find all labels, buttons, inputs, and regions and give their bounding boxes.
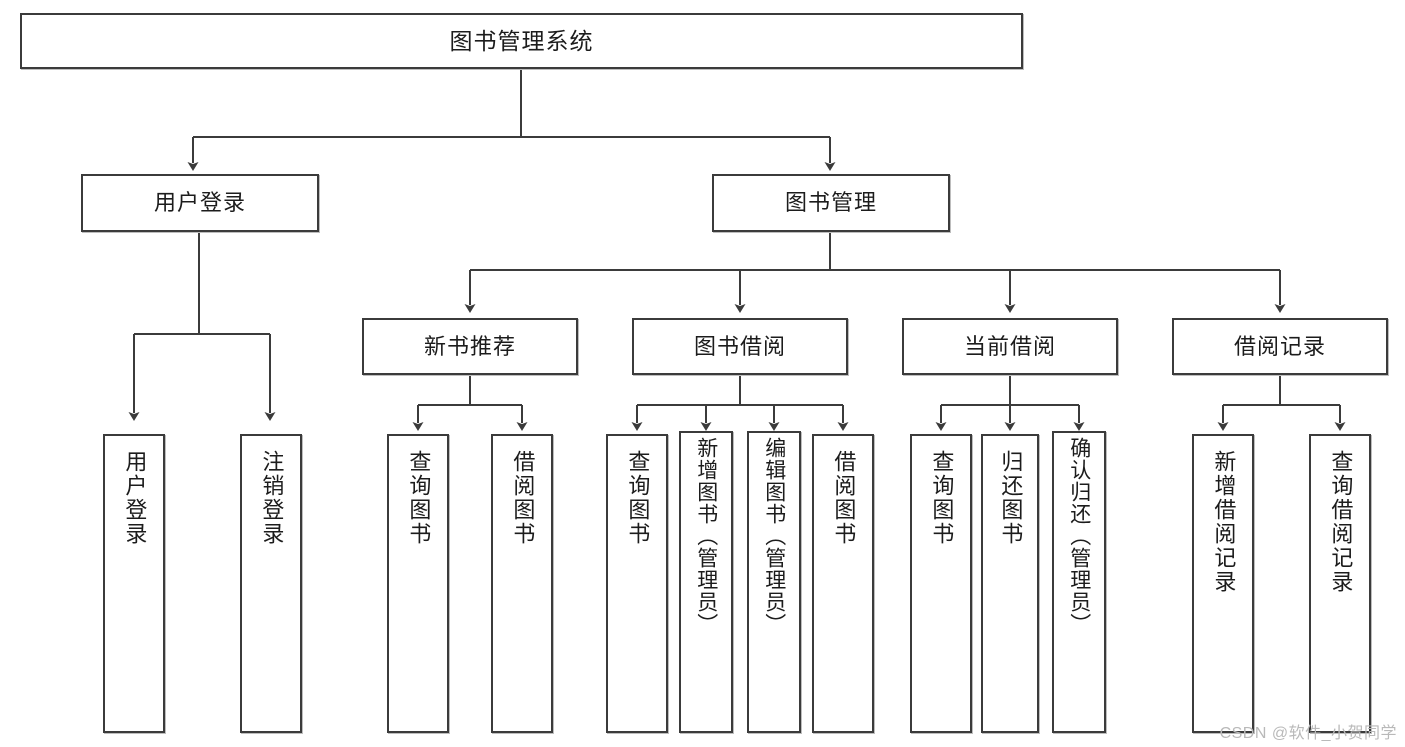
node-leaf-add-book-admin[interactable]: 新增图书（管理员） — [679, 431, 733, 733]
node-label: 编辑图书（管理员） — [762, 437, 786, 635]
node-label: 用户登录 — [153, 190, 246, 215]
node-label: 查询图书 — [406, 450, 432, 546]
node-label: 用户登录 — [122, 450, 148, 546]
node-leaf-query-borrow-record[interactable]: 查询借阅记录 — [1309, 434, 1371, 733]
node-label: 当前借阅 — [963, 333, 1056, 359]
node-label: 借阅图书 — [831, 450, 857, 546]
node-leaf-return-book[interactable]: 归还图书 — [981, 434, 1039, 733]
node-label: 借阅记录 — [1233, 333, 1326, 359]
node-label: 新增图书（管理员） — [694, 437, 718, 635]
node-leaf-add-borrow-record[interactable]: 新增借阅记录 — [1192, 434, 1254, 733]
node-book-borrow[interactable]: 图书借阅 — [632, 318, 848, 375]
node-leaf-borrow-book[interactable]: 借阅图书 — [812, 434, 874, 733]
node-leaf-user-login[interactable]: 用户登录 — [103, 434, 165, 733]
node-leaf-query-book-borrow[interactable]: 查询图书 — [606, 434, 668, 733]
node-label: 新增借阅记录 — [1211, 450, 1237, 594]
node-leaf-edit-book-admin[interactable]: 编辑图书（管理员） — [747, 431, 801, 733]
node-label: 新书推荐 — [423, 333, 516, 359]
node-label: 查询图书 — [625, 450, 651, 546]
node-label: 图书管理系统 — [449, 27, 594, 54]
node-leaf-borrow-book-recommend[interactable]: 借阅图书 — [491, 434, 553, 733]
node-new-book-recommend[interactable]: 新书推荐 — [362, 318, 578, 375]
node-leaf-logout[interactable]: 注销登录 — [240, 434, 302, 733]
node-label: 图书管理 — [784, 190, 877, 215]
node-user-login[interactable]: 用户登录 — [81, 174, 319, 232]
node-leaf-query-book-recommend[interactable]: 查询图书 — [387, 434, 449, 733]
node-label: 确认归还（管理员） — [1067, 437, 1091, 635]
node-label: 注销登录 — [259, 450, 285, 546]
csdn-watermark: CSDN @软件_小贺同学 — [1219, 725, 1397, 742]
node-label: 图书借阅 — [693, 333, 786, 359]
node-book-management[interactable]: 图书管理 — [712, 174, 950, 232]
node-borrow-record[interactable]: 借阅记录 — [1172, 318, 1388, 375]
node-leaf-confirm-return-admin[interactable]: 确认归还（管理员） — [1052, 431, 1106, 733]
node-root-book-management-system[interactable]: 图书管理系统 — [20, 13, 1023, 69]
node-current-borrow[interactable]: 当前借阅 — [902, 318, 1118, 375]
node-label: 归还图书 — [998, 450, 1024, 546]
node-label: 查询图书 — [929, 450, 955, 546]
node-label: 借阅图书 — [510, 450, 536, 546]
node-label: 查询借阅记录 — [1328, 450, 1354, 594]
node-leaf-query-book-current[interactable]: 查询图书 — [910, 434, 972, 733]
